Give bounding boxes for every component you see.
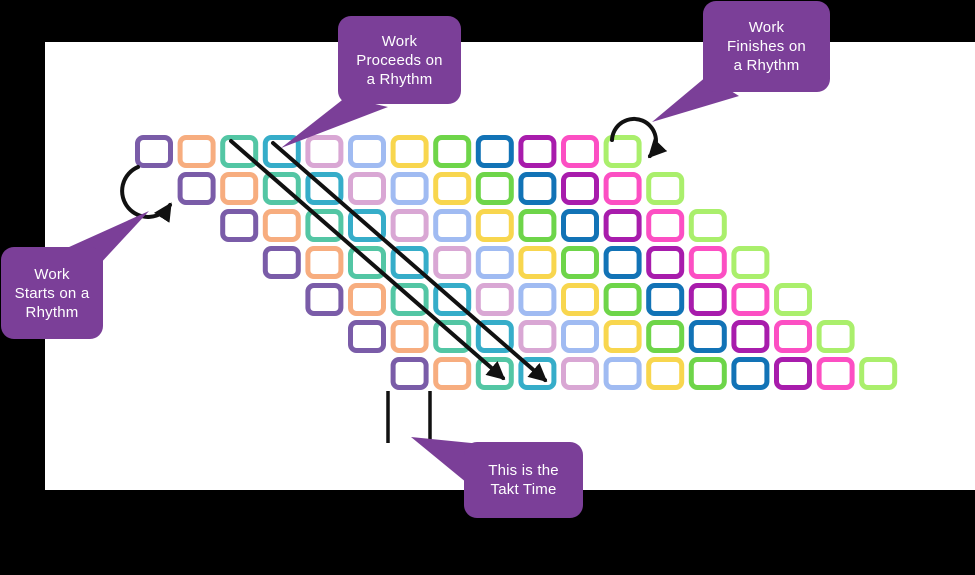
- callout-work-finishes-label: Work Finishes on a Rhythm: [727, 19, 806, 74]
- grid-square-orange: [305, 246, 344, 279]
- grid-square-magenta: [603, 209, 642, 242]
- grid-square-periwinkle: [390, 172, 429, 205]
- grid-square-yellow: [433, 172, 472, 205]
- grid-square-hot-pink: [603, 172, 642, 205]
- grid-square-yellow: [518, 246, 557, 279]
- callout-work-finishes: Work Finishes on a Rhythm: [703, 1, 830, 92]
- grid-square-magenta: [774, 357, 812, 390]
- finish-rhythm-curved-arrow: [610, 116, 668, 159]
- grid-square-periwinkle: [518, 283, 557, 316]
- grid-square-orange: [348, 283, 386, 316]
- grid-square-purple: [177, 172, 216, 205]
- grid-square-dark-blue: [518, 172, 557, 205]
- grid-square-plum: [390, 209, 429, 242]
- grid-square-yellow: [475, 209, 514, 242]
- grid-square-plum: [305, 135, 344, 168]
- grid-square-yellow: [603, 320, 642, 353]
- grid-square-light-green: [859, 357, 898, 390]
- grid-square-magenta: [518, 135, 557, 168]
- grid-square-hot-pink: [816, 357, 855, 390]
- grid-square-teal: [390, 283, 429, 316]
- grid-square-orange: [390, 320, 429, 353]
- grid-square-magenta: [688, 283, 727, 316]
- grid-square-dark-blue: [731, 357, 770, 390]
- grid-square-yellow: [561, 283, 599, 316]
- grid-square-hot-pink: [561, 135, 599, 168]
- grid-square-teal: [220, 135, 259, 168]
- callout-takt-time: This is the Takt Time: [464, 442, 583, 518]
- grid-square-teal: [348, 246, 386, 279]
- grid-square-light-green: [731, 246, 770, 279]
- takt-time-marks: [386, 391, 432, 443]
- callout-work-proceeds: Work Proceeds on a Rhythm: [338, 16, 461, 104]
- grid-square-purple: [135, 135, 173, 168]
- grid-square-purple: [305, 283, 344, 316]
- grid-square-periwinkle: [348, 135, 386, 168]
- grid-square-periwinkle: [561, 320, 599, 353]
- grid-square-orange: [177, 135, 216, 168]
- diagonal-arrow-cyan: [271, 141, 548, 383]
- grid-square-purple: [390, 357, 429, 390]
- grid-square-plum: [433, 246, 472, 279]
- grid-square-green: [646, 320, 685, 353]
- grid-square-magenta: [731, 320, 770, 353]
- grid-square-plum: [518, 320, 557, 353]
- grid-square-magenta: [646, 246, 685, 279]
- grid-square-plum: [561, 357, 599, 390]
- grid-square-hot-pink: [731, 283, 770, 316]
- grid-square-yellow: [646, 357, 685, 390]
- grid-square-light-green: [816, 320, 855, 353]
- grid-square-teal: [262, 172, 301, 205]
- grid-square-dark-blue: [688, 320, 727, 353]
- grid-square-dark-blue: [475, 135, 514, 168]
- grid-square-purple: [348, 320, 386, 353]
- grid-square-green: [603, 283, 642, 316]
- grid-square-light-green: [603, 135, 642, 168]
- grid-square-green: [433, 135, 472, 168]
- grid-square-green: [688, 357, 727, 390]
- callout-tail-proceeds: [281, 97, 388, 148]
- grid-square-light-green: [774, 283, 812, 316]
- grid-square-dark-blue: [646, 283, 685, 316]
- grid-square-plum: [348, 172, 386, 205]
- start-rhythm-curved-arrow: [120, 165, 172, 223]
- grid-square-periwinkle: [475, 246, 514, 279]
- grid-square-purple: [220, 209, 259, 242]
- grid-square-light-green: [646, 172, 685, 205]
- grid-square-hot-pink: [688, 246, 727, 279]
- grid-square-purple: [262, 246, 301, 279]
- grid-square-light-green: [688, 209, 727, 242]
- grid-square-dark-blue: [561, 209, 599, 242]
- grid-square-hot-pink: [646, 209, 685, 242]
- grid-square-green: [475, 172, 514, 205]
- diagonal-arrow-teal: [229, 139, 506, 381]
- grid-square-green: [518, 209, 557, 242]
- callout-takt-time-label: This is the Takt Time: [488, 462, 559, 498]
- grid-square-teal: [305, 209, 344, 242]
- grid-square-magenta: [561, 172, 599, 205]
- grid-square-periwinkle: [603, 357, 642, 390]
- grid-square-dark-blue: [603, 246, 642, 279]
- grid-square-orange: [433, 357, 472, 390]
- callout-work-starts: Work Starts on a Rhythm: [1, 247, 103, 339]
- grid-square-hot-pink: [774, 320, 812, 353]
- work-grid: [135, 135, 898, 390]
- grid-square-orange: [220, 172, 259, 205]
- grid-square-yellow: [390, 135, 429, 168]
- grid-square-periwinkle: [433, 209, 472, 242]
- grid-square-plum: [475, 283, 514, 316]
- callout-work-proceeds-label: Work Proceeds on a Rhythm: [356, 32, 443, 88]
- callout-work-starts-label: Work Starts on a Rhythm: [14, 265, 90, 321]
- grid-square-green: [561, 246, 599, 279]
- grid-square-orange: [262, 209, 301, 242]
